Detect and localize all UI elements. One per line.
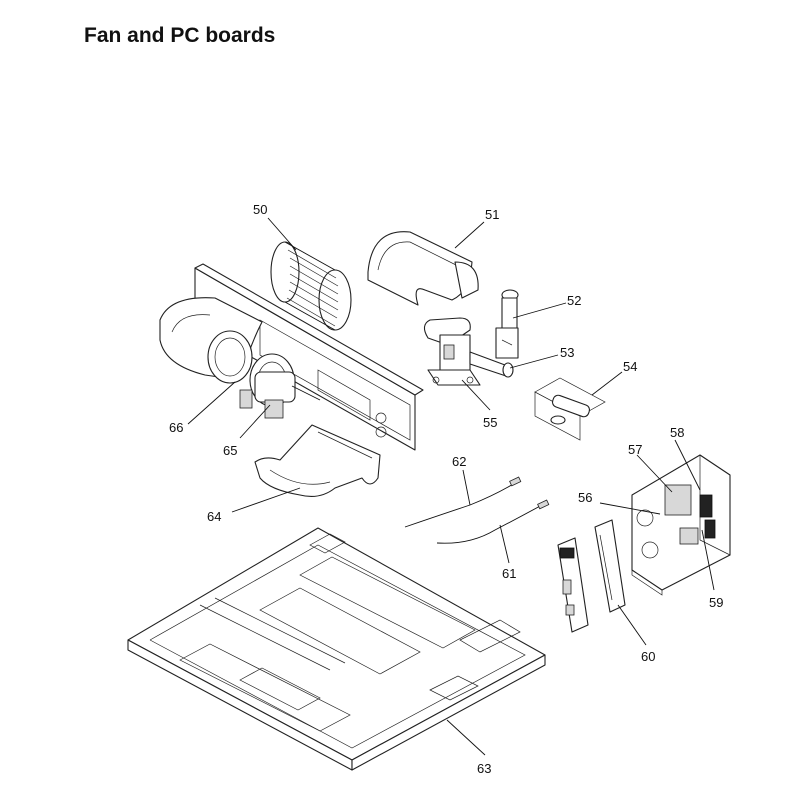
- part-labels: 50 51 52 53 54 55 56 57 58 59 60 61 62 6…: [169, 202, 723, 776]
- label-62: 62: [452, 454, 466, 469]
- part-63-base-pan: [127, 527, 546, 771]
- leader-lines: [187, 217, 715, 756]
- label-61: 61: [502, 566, 516, 581]
- part-51-scroll-housing: [367, 231, 479, 306]
- label-56: 56: [578, 490, 592, 505]
- label-50: 50: [253, 202, 267, 217]
- part-62-wire: [404, 476, 522, 528]
- part-54-thermistor: [534, 377, 606, 441]
- part-52-bracket: [495, 289, 519, 359]
- part-56-59-control-box: [631, 454, 731, 596]
- label-58: 58: [670, 425, 684, 440]
- label-54: 54: [623, 359, 637, 374]
- part-53-hose: [469, 351, 514, 378]
- part-55-drain-pump: [423, 317, 481, 386]
- part-60-pc-board: [557, 519, 626, 633]
- label-57: 57: [628, 442, 642, 457]
- label-59: 59: [709, 595, 723, 610]
- label-55: 55: [483, 415, 497, 430]
- part-61-wire: [436, 499, 550, 544]
- label-53: 53: [560, 345, 574, 360]
- part-50-fan-wheel: [270, 241, 352, 331]
- label-60: 60: [641, 649, 655, 664]
- page-title: Fan and PC boards: [84, 24, 276, 47]
- label-64: 64: [207, 509, 221, 524]
- label-63: 63: [477, 761, 491, 776]
- part-64-drain-cover: [254, 424, 381, 497]
- label-51: 51: [485, 207, 499, 222]
- fan-frame-assembly: [159, 263, 424, 451]
- label-52: 52: [567, 293, 581, 308]
- label-66: 66: [169, 420, 183, 435]
- label-65: 65: [223, 443, 237, 458]
